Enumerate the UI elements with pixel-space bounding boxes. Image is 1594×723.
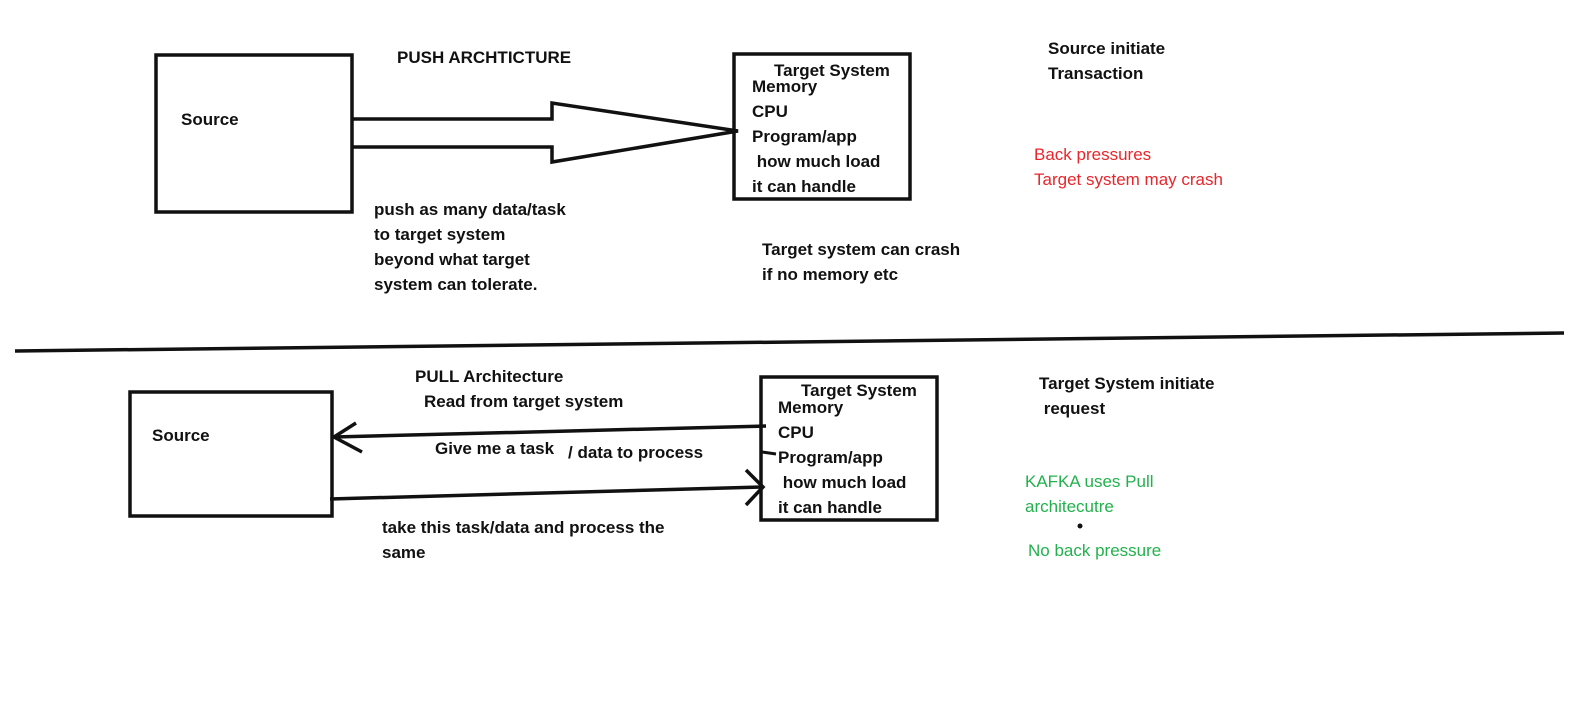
pull-request-arrow xyxy=(330,421,767,454)
push-title: PUSH ARCHTICTURE xyxy=(397,48,572,67)
push-crash-note: Target system can crash if no memory etc xyxy=(762,237,960,287)
push-arrow xyxy=(352,100,739,165)
pull-title: PULL Architecture xyxy=(415,367,564,386)
pull-subtitle: Read from target system xyxy=(424,392,624,411)
pull-target-line: it can handle xyxy=(778,498,882,517)
pull-source-box xyxy=(128,390,334,518)
pull-target-line: CPU xyxy=(778,423,814,442)
dot-mark xyxy=(1077,523,1083,529)
pull-target-line: Program/app xyxy=(778,448,883,467)
push-target-details: Memory CPU Program/app how much load it … xyxy=(752,74,880,199)
push-target-line: Memory xyxy=(752,77,818,96)
pull-request-label-cont: / data to process xyxy=(568,443,704,462)
response-note-line: take this task/data and process the xyxy=(382,518,665,537)
push-target-title: Target System xyxy=(774,61,890,80)
push-source-box xyxy=(154,53,354,214)
section-divider xyxy=(14,331,1565,353)
pull-response-arrow xyxy=(329,468,766,507)
push-target-box xyxy=(732,52,912,201)
pull-target-box xyxy=(759,375,939,522)
push-note-line: system can tolerate. xyxy=(374,275,538,294)
back-pressure-line: Back pressures xyxy=(1034,145,1152,164)
push-initiator-note: Source initiate Transaction xyxy=(1048,36,1165,86)
response-note-line: same xyxy=(382,543,426,562)
pull-target-line: Memory xyxy=(778,398,844,417)
kafka-note-line: KAFKA uses Pull xyxy=(1025,472,1154,491)
initiator-line: request xyxy=(1039,399,1106,418)
back-pressure-line: Target system may crash xyxy=(1034,170,1223,189)
push-target-line: Program/app xyxy=(752,127,857,146)
initiator-line: Transaction xyxy=(1048,64,1144,83)
pull-response-note: take this task/data and process the same xyxy=(382,515,665,565)
initiator-line: Source initiate xyxy=(1048,39,1166,58)
pull-target-title: Target System xyxy=(801,381,917,400)
pull-target-line: how much load xyxy=(778,473,907,492)
pull-request-label: Give me a task xyxy=(435,439,555,458)
kafka-note-line: architecutre xyxy=(1025,497,1114,516)
initiator-line: Target System initiate xyxy=(1039,374,1215,393)
pull-initiator-note: Target System initiate request xyxy=(1039,371,1214,421)
push-source-label: Source xyxy=(181,110,239,129)
pull-target-details: Memory CPU Program/app how much load it … xyxy=(778,395,906,520)
push-target-line: it can handle xyxy=(752,177,856,196)
back-pressure-note: Back pressures Target system may crash xyxy=(1034,142,1223,192)
no-back-pressure-note: No back pressure xyxy=(1028,541,1162,560)
pull-source-label: Source xyxy=(152,426,210,445)
pull-connector-tick xyxy=(761,450,777,456)
push-note-line: to target system xyxy=(374,225,506,244)
crash-note-line: Target system can crash xyxy=(762,240,961,259)
push-note-line: push as many data/task xyxy=(374,200,566,219)
kafka-note: KAFKA uses Pull architecutre xyxy=(1025,469,1154,519)
push-arrow-note: push as many data/task to target system … xyxy=(374,197,566,297)
push-note-line: beyond what target xyxy=(374,250,530,269)
push-target-line: CPU xyxy=(752,102,788,121)
crash-note-line: if no memory etc xyxy=(762,265,899,284)
push-target-line: how much load xyxy=(752,152,881,171)
